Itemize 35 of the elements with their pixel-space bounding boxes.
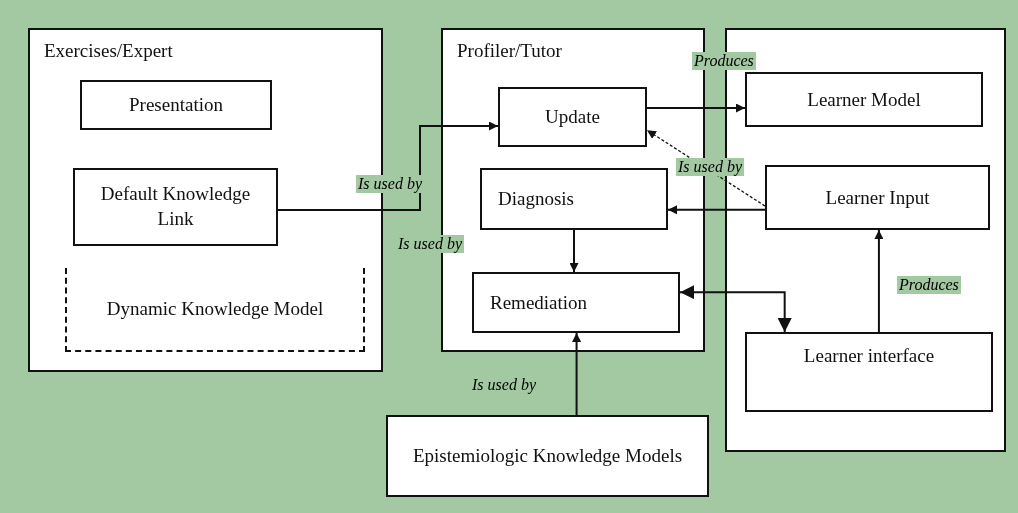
process-box — [745, 332, 993, 412]
panel-title: Exercises/Expert — [44, 40, 173, 62]
process-box — [73, 168, 278, 246]
edge-label: Is used by — [676, 158, 744, 176]
process-box — [472, 272, 680, 333]
edge-label: Produces — [897, 276, 961, 294]
arrow — [277, 121, 499, 212]
box-label: Epistemiologic Knowledge Models — [411, 443, 684, 468]
edge-label: Is used by — [356, 175, 424, 193]
box-label: Learner Model — [806, 87, 922, 112]
panel-title: Profiler/Tutor — [457, 40, 562, 62]
arrow — [646, 103, 746, 113]
dashed-box — [65, 268, 365, 352]
arrow — [874, 229, 884, 333]
process-box — [80, 80, 272, 130]
box-label: Learner Input — [824, 185, 931, 210]
box-label: Learner interface — [802, 344, 936, 368]
arrow — [667, 205, 766, 215]
process-box — [745, 72, 983, 127]
note-label: Is used by — [396, 235, 464, 253]
process-box — [480, 168, 668, 230]
edge-label: Produces — [692, 52, 756, 70]
box-label: Update — [544, 104, 601, 129]
process-box — [498, 87, 647, 147]
arrow — [572, 332, 582, 416]
box-label: Default Knowledge Link — [99, 182, 252, 231]
box-label: Presentation — [128, 92, 224, 117]
process-box — [386, 415, 709, 497]
box-label: Dynamic Knowledge Model — [105, 296, 325, 321]
process-box — [765, 165, 990, 230]
arrow — [569, 229, 579, 273]
box-label: Remediation — [489, 290, 589, 315]
box-label: Diagnosis — [497, 186, 575, 211]
arrow — [679, 285, 792, 333]
edge-label: Is used by — [470, 376, 538, 394]
